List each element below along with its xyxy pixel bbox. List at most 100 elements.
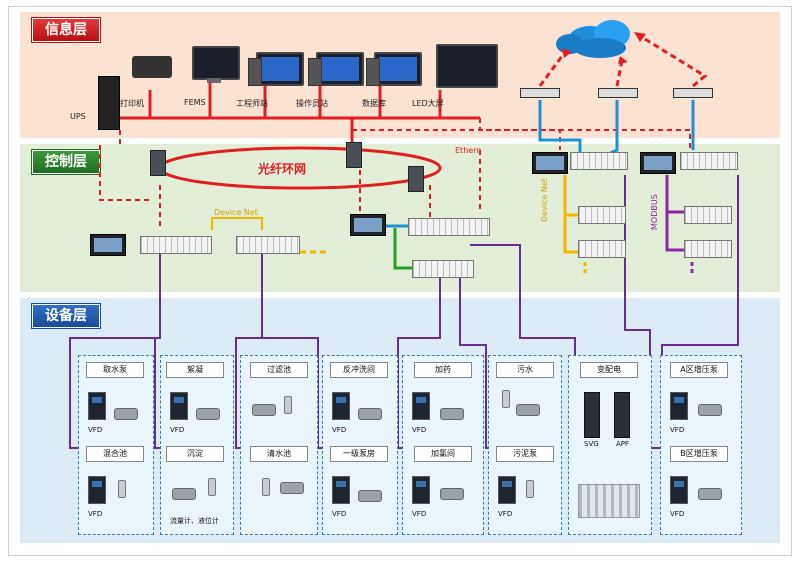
pc-tower-icon: [308, 58, 322, 86]
plc-rack-icon: [140, 236, 212, 254]
apf-label: APF: [616, 440, 630, 448]
led-screen-icon: [436, 44, 498, 88]
backwash-label: 反冲洗间: [330, 362, 388, 378]
hmi-panel-icon: [350, 214, 386, 236]
switch-icon: [408, 166, 424, 192]
device-group-3: [240, 355, 318, 535]
operator-label: 操作员站: [296, 99, 328, 108]
hmi-panel-icon: [532, 152, 568, 174]
sedimentation-label: 沉淀: [166, 446, 224, 462]
engineer-label: 工程师站: [236, 99, 268, 108]
level-sensor-icon: [208, 478, 216, 496]
vfd-icon: [412, 392, 430, 420]
vfd-icon: [332, 476, 350, 504]
clear-pool-label: 清水池: [250, 446, 308, 462]
substation-label: 变配电: [580, 362, 638, 378]
devicenet-label: Device Net: [214, 208, 258, 217]
filter-pool-label: 过滤池: [250, 362, 308, 378]
vfd-icon: [670, 392, 688, 420]
vfd-label: VFD: [332, 510, 347, 518]
flowmeter-icon: [252, 404, 276, 416]
mixer-icon: [196, 408, 220, 420]
vfd-label: VFD: [412, 510, 427, 518]
engineer-station-icon: [256, 52, 304, 86]
chlorinator-icon: [440, 488, 464, 500]
devicenet-vertical-label: Device Net: [540, 178, 549, 222]
chlorination-label: 加氯间: [414, 446, 472, 462]
plc-rack-icon: [684, 240, 732, 258]
sensor-icon: [284, 396, 292, 414]
svg-cabinet-icon: [584, 392, 600, 438]
control-layer-tag: 控制层: [32, 150, 100, 174]
device-group-1: [78, 355, 154, 535]
hmi-panel-icon: [90, 234, 126, 256]
switch-icon: [150, 150, 166, 176]
operator-station-icon: [316, 52, 364, 86]
gateway-icon: [520, 88, 560, 98]
pump-icon: [698, 404, 722, 416]
apf-cabinet-icon: [614, 392, 630, 438]
sensor-icon: [262, 478, 270, 496]
svg-label: SVG: [584, 440, 599, 448]
device-group-5: [402, 355, 484, 535]
switch-icon: [346, 142, 362, 168]
database-station-icon: [374, 52, 422, 86]
vfd-icon: [670, 476, 688, 504]
flowmeter-icon: [516, 404, 540, 416]
coagulation-label: 絮凝: [166, 362, 224, 378]
pump-icon: [358, 490, 382, 502]
plc-rack-icon: [684, 206, 732, 224]
gateway-icon: [598, 88, 638, 98]
cloud-icon: [556, 20, 630, 58]
device-layer-tag: 设备层: [32, 304, 100, 328]
intake-pump-label: 取水泵: [86, 362, 144, 378]
sensor-icon: [526, 480, 534, 498]
vfd-label: VFD: [670, 426, 685, 434]
dosing-pump-icon: [440, 408, 464, 420]
pump-icon: [358, 408, 382, 420]
gateway-icon: [673, 88, 713, 98]
pump-icon: [114, 408, 138, 420]
plc-rack-icon: [578, 206, 626, 224]
plc-rack-icon: [578, 240, 626, 258]
ups-label: UPS: [70, 112, 86, 121]
pc-tower-icon: [366, 58, 380, 86]
printer-label: 打印机: [120, 99, 144, 108]
zone-a-label: A区增压泵: [670, 362, 728, 378]
vfd-label: VFD: [670, 510, 685, 518]
plc-rack-icon: [408, 218, 490, 236]
vfd-label: VFD: [88, 510, 103, 518]
monitor-stand: [207, 78, 221, 83]
sensor-icon: [502, 390, 510, 408]
analyzer-icon: [280, 482, 304, 494]
vfd-label: VFD: [332, 426, 347, 434]
plc-rack-icon: [570, 152, 628, 170]
vfd-icon: [88, 476, 106, 504]
vfd-label: VFD: [170, 426, 185, 434]
plc-rack-icon: [680, 152, 738, 170]
hmi-panel-icon: [640, 152, 676, 174]
sedimentation-note: 流量计、液位计: [170, 517, 219, 525]
vfd-icon: [412, 476, 430, 504]
device-group-2: [160, 355, 234, 535]
plc-rack-icon: [412, 260, 474, 278]
vfd-icon: [170, 392, 188, 420]
info-layer-tag: 信息层: [32, 18, 100, 42]
fems-label: FEMS: [184, 98, 206, 107]
mixing-label: 混合池: [86, 446, 144, 462]
device-group-6: [488, 355, 562, 535]
modbus-label: MODBUS: [650, 194, 659, 230]
device-group-4: [322, 355, 398, 535]
vfd-icon: [332, 392, 350, 420]
flowmeter-icon: [172, 488, 196, 500]
sewage-label: 污水: [496, 362, 554, 378]
mixer-icon: [118, 480, 126, 498]
dosing-label: 加药: [414, 362, 472, 378]
fiber-ring-label: 光纤环网: [258, 162, 307, 176]
ups-icon: [98, 76, 120, 130]
plc-rack-icon: [236, 236, 300, 254]
pc-tower-icon: [248, 58, 262, 86]
switchgear-room-icon: [578, 484, 640, 518]
led-label: LED大屏: [412, 99, 444, 108]
